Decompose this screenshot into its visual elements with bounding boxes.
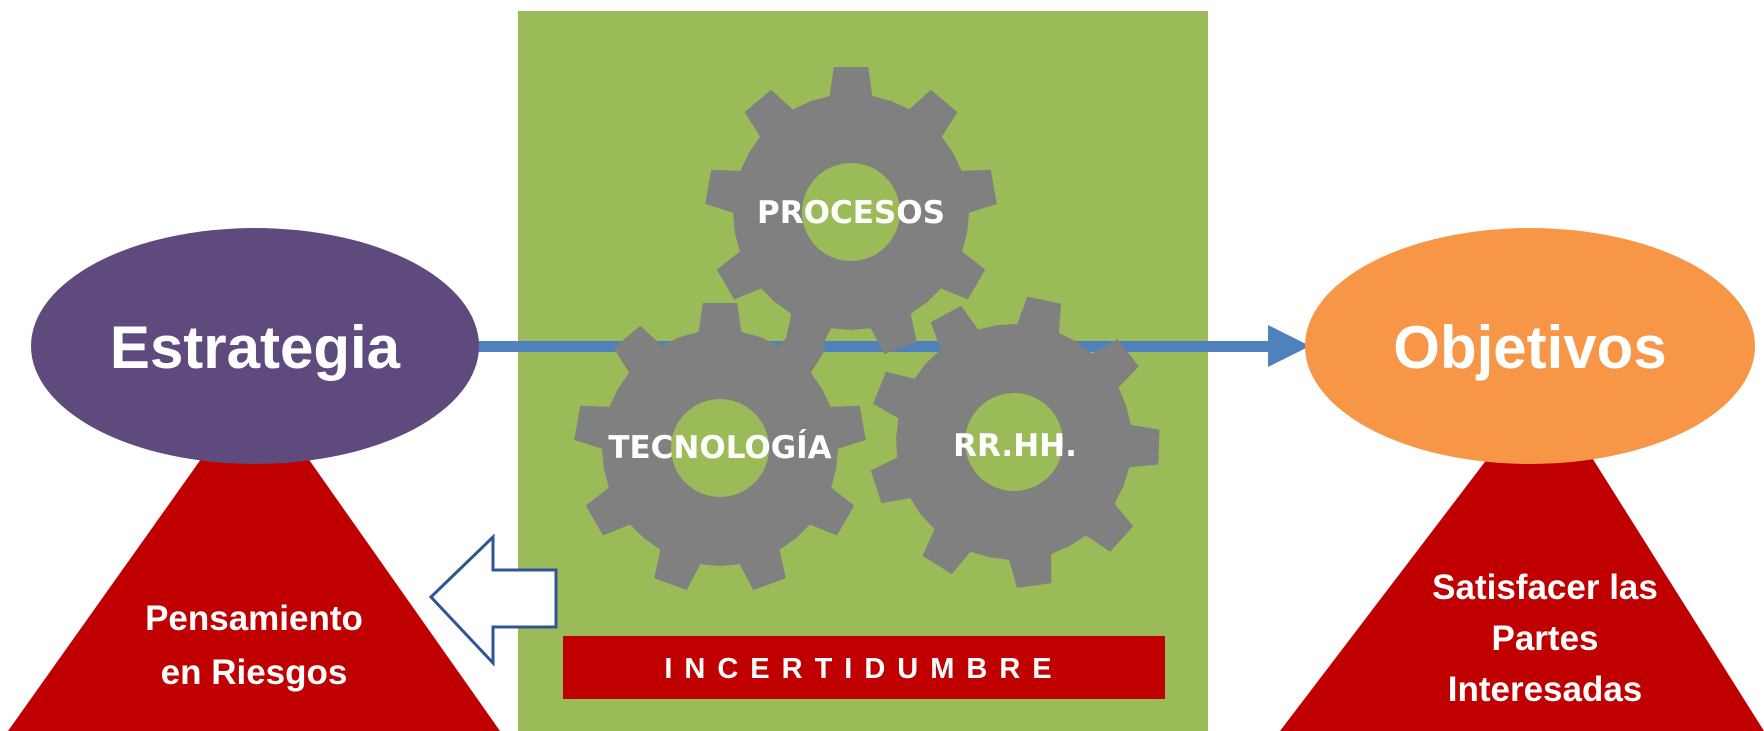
hollow-left-arrow [428,533,558,667]
gear-rrhh-hub [965,393,1063,491]
right-triangle-line-3: Interesadas [1448,670,1643,709]
left-triangle [8,383,500,731]
gear-rrhh-label: RR.HH. [953,428,1077,464]
gear-procesos-hub [802,163,900,261]
left-triangle-line-1: Pensamiento [145,599,363,638]
gear-tecnologia [574,303,866,591]
gear-procesos-label: PROCESOS [757,195,945,231]
objectives-ellipse [1305,228,1755,464]
uncertainty-bar [563,636,1165,699]
gear-tecnologia-hub [671,399,769,497]
objectives-label: Objetivos [1393,314,1666,381]
gear-tecnologia-label: TECNOLOGÍA [608,430,831,466]
gear-procesos [705,67,997,355]
right-triangle-line-1: Satisfacer las [1432,568,1658,607]
strategy-ellipse [31,228,479,464]
left-triangle-line-2: en Riesgos [161,653,348,692]
right-triangle [1280,383,1764,731]
uncertainty-label: INCERTIDUMBRE [664,653,1063,685]
strategy-label: Estrategia [110,314,401,381]
right-triangle-line-2: Partes [1491,619,1598,658]
flow-arrow-head [1268,325,1310,367]
gear-rrhh [870,296,1160,588]
flow-arrow-shaft [470,341,1276,352]
